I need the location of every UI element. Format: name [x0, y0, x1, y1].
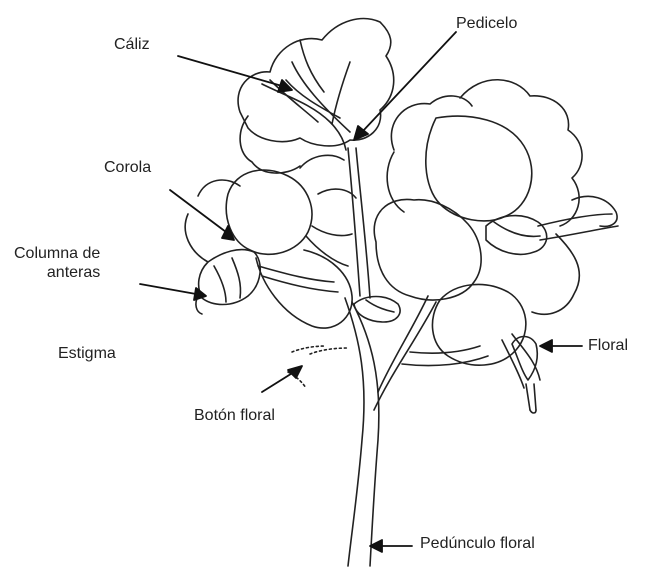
label-boton-floral: Botón floral — [194, 406, 275, 425]
peduncle-stem — [345, 296, 488, 566]
label-columna-line2: anteras — [14, 263, 100, 282]
label-pedunculo-floral: Pedúnculo floral — [420, 534, 535, 553]
label-corola: Corola — [104, 158, 151, 177]
upper-leaves — [238, 19, 394, 173]
label-estigma: Estigma — [58, 344, 116, 363]
small-bud — [354, 297, 400, 323]
label-floral: Floral — [588, 336, 628, 355]
label-columna-line1: Columna de — [14, 244, 100, 263]
right-flowers — [374, 80, 618, 315]
label-columna-de-anteras: Columna de anteras — [14, 244, 100, 282]
lower-right-flower — [432, 284, 540, 413]
label-caliz: Cáliz — [114, 35, 150, 54]
pointer-arrows — [140, 32, 582, 552]
calyx-top — [262, 62, 370, 298]
left-flower — [185, 155, 356, 328]
label-pedicelo: Pedicelo — [456, 14, 517, 33]
